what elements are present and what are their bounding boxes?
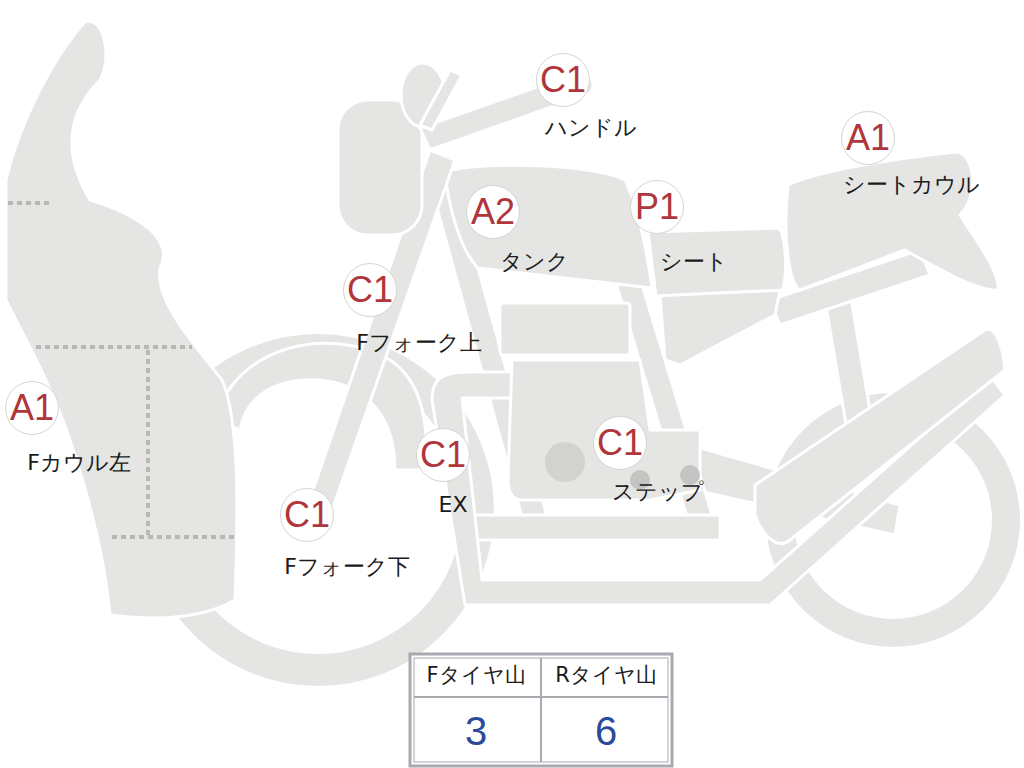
- part-name: Fカウル左: [25, 451, 133, 475]
- table-header: Rタイヤ山: [555, 665, 657, 686]
- callout-circle: C1Fフォーク下: [280, 488, 334, 542]
- part-name: Fフォーク下: [282, 555, 412, 579]
- callout-circle: A1Fカウル左: [5, 381, 59, 435]
- callout-circle: C1EX: [416, 428, 470, 482]
- callout-circle: A2タンク: [466, 185, 520, 239]
- callout-circle: C1ステップ: [593, 416, 647, 470]
- callout-circle: C1ハンドル: [536, 53, 590, 107]
- callout-circle: P1シート: [630, 180, 684, 234]
- callout-code: C1: [537, 54, 589, 106]
- callout-code: A1: [842, 112, 894, 164]
- callout-code: C1: [281, 489, 333, 541]
- part-name: ハンドル: [543, 116, 639, 140]
- part-name: タンク: [498, 250, 571, 274]
- table-header: Fタイヤ山: [426, 665, 525, 686]
- callout-code: P1: [631, 181, 683, 233]
- part-name: EX: [437, 493, 470, 517]
- part-name: ステップ: [610, 480, 706, 504]
- callout-code: C1: [344, 264, 396, 316]
- callout-circle: C1Fフォーク上: [343, 263, 397, 317]
- part-name: Fフォーク上: [354, 331, 484, 355]
- callout-code: C1: [417, 429, 469, 481]
- callout-code: A2: [467, 186, 519, 238]
- callout-code: C1: [594, 417, 646, 469]
- callout-circle: A1シートカウル: [841, 111, 895, 165]
- table-value: 6: [595, 711, 617, 751]
- callout-code: A1: [6, 382, 58, 434]
- part-name: シート: [658, 250, 730, 274]
- part-name: シートカウル: [841, 173, 982, 197]
- table-value: 3: [465, 711, 487, 751]
